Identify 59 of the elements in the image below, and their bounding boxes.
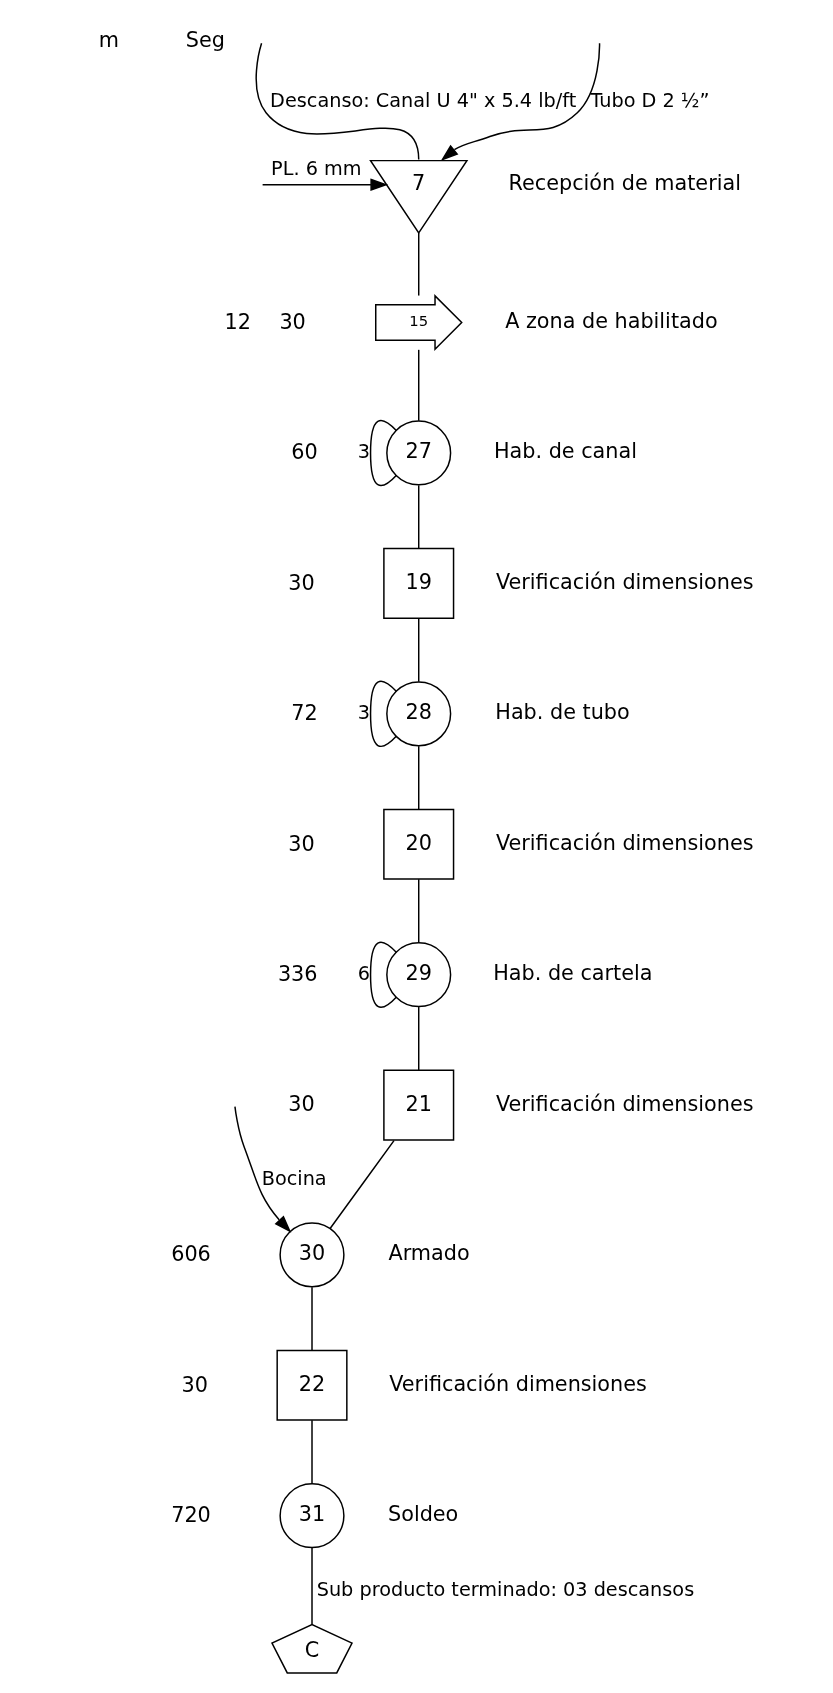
node-box: 21 — [383, 1069, 455, 1141]
connector — [369, 941, 398, 1008]
node-label: 30 — [288, 570, 315, 595]
connector — [418, 745, 420, 810]
edge-label: 3 — [357, 700, 371, 724]
node-label: Hab. de tubo — [495, 700, 630, 725]
connector — [311, 1547, 313, 1626]
node-label: 30 — [288, 831, 315, 856]
connector — [418, 878, 420, 944]
node-box: 19 — [383, 547, 455, 619]
node-label: 72 — [291, 701, 318, 726]
node-box: 20 — [383, 808, 455, 880]
node-box: 22 — [276, 1349, 348, 1421]
edge-label: 6 — [357, 961, 371, 985]
connector — [311, 1286, 313, 1351]
node-circle: 29 — [386, 942, 452, 1008]
node-label: 60 — [291, 440, 318, 465]
edge-label: Sub producto terminado: 03 descansos — [316, 1577, 695, 1601]
edge-label: PL. 6 mm — [271, 156, 362, 180]
connector — [255, 42, 420, 161]
connector — [418, 349, 420, 422]
connector — [418, 617, 420, 683]
node-label: Armado — [388, 1241, 470, 1266]
edge-label: Descanso: Canal U 4" x 5.4 lb/ft — [270, 89, 577, 113]
arrow — [261, 178, 389, 191]
connector — [311, 1419, 313, 1485]
node-label: Soldeo — [388, 1502, 459, 1527]
node-label: Verificación dimensiones — [495, 569, 754, 594]
node-label: Hab. de canal — [493, 439, 637, 464]
node-label: A zona de habilitado — [505, 309, 718, 334]
connector — [418, 232, 420, 297]
node-label: Recepción de material — [508, 171, 741, 196]
connector — [418, 484, 420, 549]
arrow — [234, 1105, 292, 1233]
node-label: Hab. de cartela — [493, 961, 653, 986]
edge-label: Bocina — [261, 1167, 327, 1191]
label: Seg — [185, 28, 225, 53]
node-label: 30 — [181, 1372, 208, 1397]
node-label: 30 — [279, 309, 306, 334]
node-label: Verificación dimensiones — [495, 830, 754, 855]
label: m — [98, 28, 120, 53]
node-label: 12 — [224, 309, 251, 334]
node-circle: 28 — [386, 681, 452, 747]
node-label: 30 — [288, 1092, 315, 1117]
node-label: 606 — [171, 1242, 211, 1267]
connector — [369, 419, 398, 487]
arrow — [440, 42, 601, 161]
node-label: Verificación dimensiones — [495, 1091, 754, 1116]
connector — [418, 1006, 420, 1071]
node-label: 336 — [277, 961, 318, 986]
connector — [329, 1139, 395, 1229]
node-label: 720 — [171, 1502, 211, 1527]
connector — [369, 680, 398, 748]
edge-label: 3 — [357, 440, 371, 464]
edge-label: Tubo D 2 ½” — [590, 89, 710, 113]
node-circle: 31 — [279, 1483, 345, 1549]
node-circle: 30 — [279, 1222, 345, 1288]
node-label: Verificación dimensiones — [389, 1371, 647, 1396]
node-circle: 27 — [386, 420, 452, 486]
